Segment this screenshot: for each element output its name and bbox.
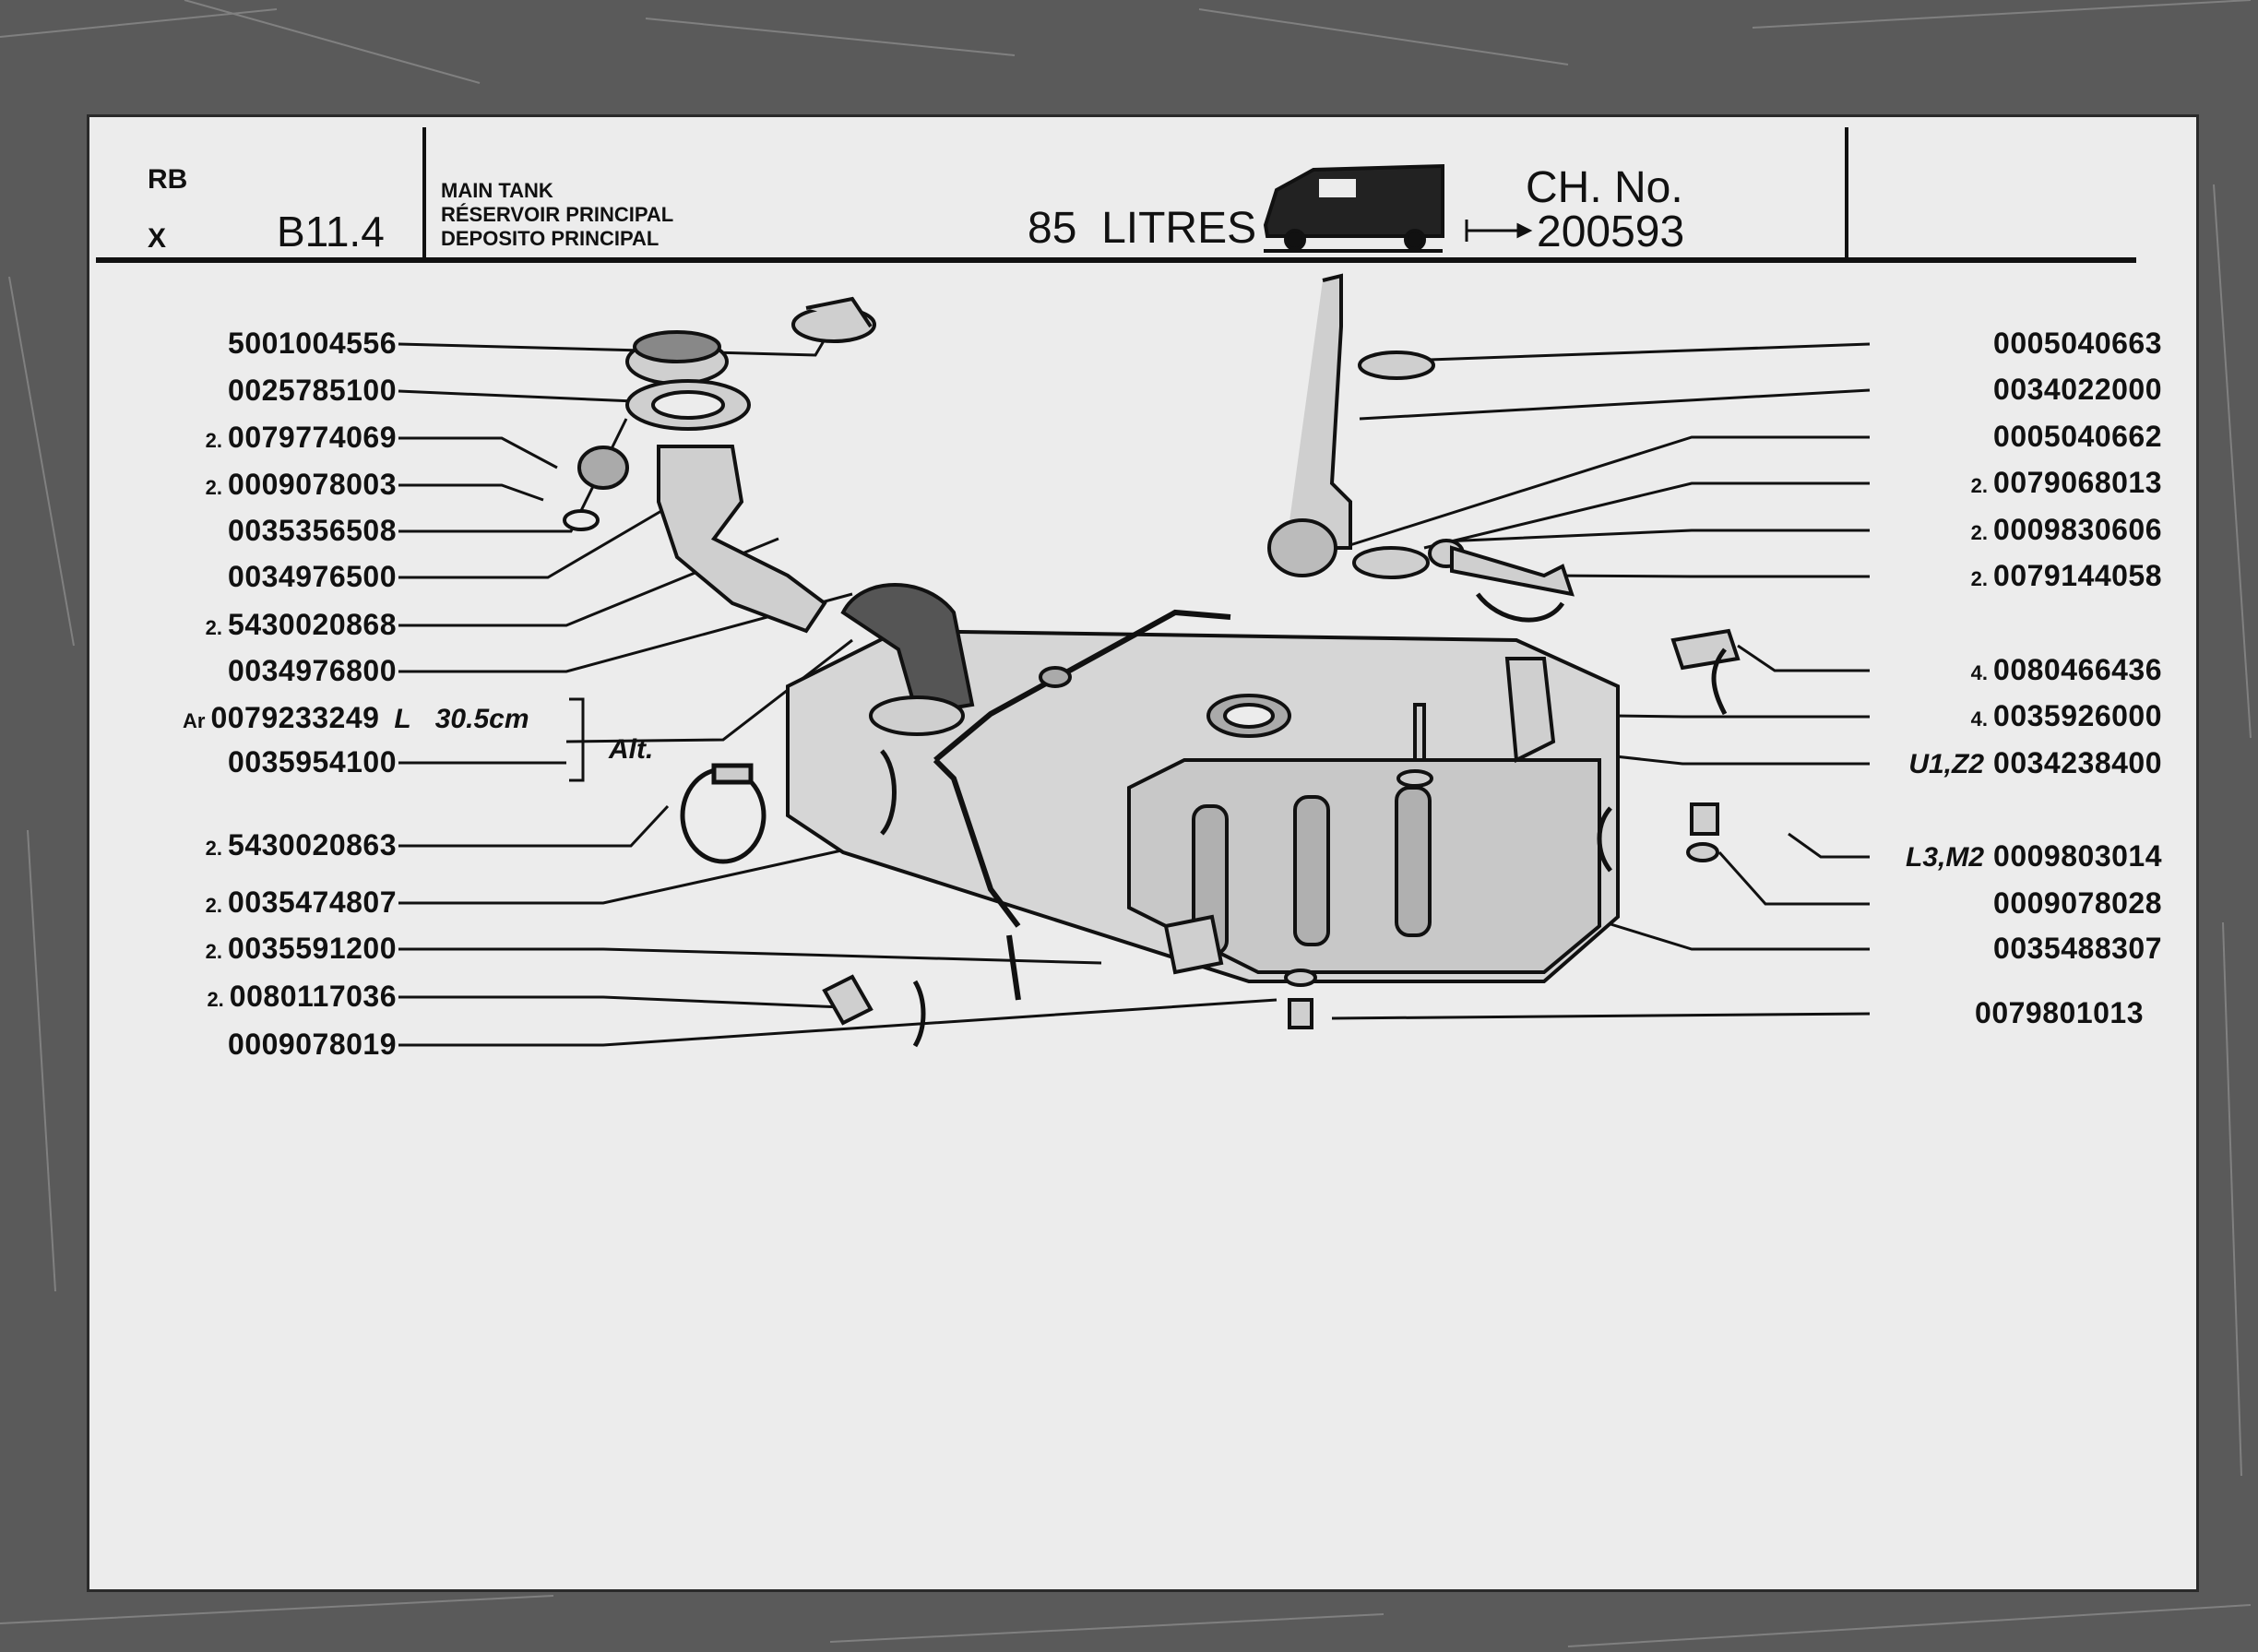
left-part-row: 0009078019 [222, 1028, 397, 1062]
exploded-diagram [96, 127, 2136, 1048]
left-part-row: 0034976500 [222, 560, 397, 594]
part-qty: 2. [205, 837, 223, 860]
part-number: 0080117036 [229, 980, 397, 1013]
left-part-row: 2.0080117036 [207, 980, 397, 1014]
part-number: 0079144058 [1993, 559, 2162, 592]
part-number: 0009078019 [228, 1028, 397, 1061]
part-number: 0035591200 [228, 932, 397, 965]
alt-label: Alt. [609, 734, 654, 765]
part-prefix: 4. [1970, 707, 1989, 731]
part-qty: 2. [205, 940, 223, 963]
part-number: 0034238400 [1993, 746, 2162, 779]
left-part-row: 2.0035591200 [206, 932, 397, 966]
hose-length-label: L [394, 704, 411, 734]
right-part-row: L3,M2 0009803014 [1906, 839, 2162, 874]
part-number: 0034976500 [228, 560, 397, 593]
right-part-row: 4.0035926000 [1971, 699, 2162, 733]
left-part-row: 0035356508 [222, 514, 397, 548]
part-number: 0035356508 [228, 514, 397, 547]
right-part-row: 0005040663 [1988, 327, 2162, 361]
left-part-row: 2.0009078003 [206, 468, 397, 502]
part-qty: 2. [205, 429, 223, 452]
part-number: 5430020868 [228, 608, 397, 641]
part-qty: 2. [207, 988, 224, 1011]
section-code: B11.4 [277, 208, 385, 256]
part-number: 0034022000 [1993, 373, 2162, 406]
part-number: 5430020863 [228, 828, 397, 862]
part-number: 0079233249 [210, 701, 380, 734]
part-prefix: U1,Z2 [1908, 749, 1985, 779]
part-number: 0005040662 [1993, 420, 2162, 453]
chassis-number: 200593 [1537, 208, 1685, 256]
part-number: 0079801013 [1975, 996, 2144, 1029]
part-number: 0080466436 [1993, 653, 2162, 686]
left-part-row: 5001004556 [222, 327, 397, 361]
part-number: 0035474807 [228, 885, 397, 919]
right-part-row: 0035488307 [1988, 932, 2162, 966]
code-bottom: X [148, 223, 167, 254]
part-qty: Ar [183, 709, 206, 732]
part-number: 0009830606 [1993, 513, 2162, 546]
part-number: 0035954100 [228, 745, 397, 778]
part-number: 0079068013 [1993, 466, 2162, 499]
right-part-row: 2.0079068013 [1971, 466, 2162, 500]
part-number: 0035488307 [1993, 932, 2162, 965]
left-part-row: 0035954100 [222, 745, 397, 779]
right-part-row: 0034022000 [1988, 373, 2162, 407]
right-part-row: 2.0009830606 [1971, 513, 2162, 547]
part-number: 0035926000 [1993, 699, 2162, 732]
left-part-row: 2.5430020868 [206, 608, 397, 642]
part-number: 0005040663 [1993, 327, 2162, 360]
part-number: 0034976800 [228, 654, 397, 687]
part-number: 0009078003 [228, 468, 397, 501]
part-prefix: 2. [1970, 474, 1989, 497]
code-top: RB [148, 164, 188, 195]
left-part-row: 2.0035474807 [206, 885, 397, 920]
title-it: DEPOSITO PRINCIPAL [441, 227, 660, 250]
parts-diagram-sheet: RB X B11.4 MAIN TANK RÉSERVOIR PRINCIPAL… [87, 114, 2199, 1592]
right-part-row: 2.0079144058 [1971, 559, 2162, 593]
part-prefix: 2. [1970, 567, 1989, 590]
part-prefix: 2. [1970, 521, 1989, 544]
part-qty: 2. [205, 476, 223, 499]
part-qty: 2. [205, 894, 223, 917]
left-part-row: 2.0079774069 [206, 421, 397, 455]
left-part-row: 0034976800 [222, 654, 397, 688]
right-part-row: 0009078028 [1988, 886, 2162, 921]
title-fr: RÉSERVOIR PRINCIPAL [441, 203, 674, 226]
part-number: 0009803014 [1993, 839, 2162, 873]
part-qty: 2. [205, 616, 223, 639]
title-en: MAIN TANK [441, 179, 553, 202]
right-part-row: 0005040662 [1988, 420, 2162, 454]
right-part-row: 0079801013 [1969, 996, 2144, 1030]
chassis-label: CH. No. [1526, 163, 1683, 212]
hose-length: 30.5cm [434, 704, 529, 734]
part-number: 0009078028 [1993, 886, 2162, 920]
right-part-row: U1,Z2 0034238400 [1908, 746, 2162, 780]
part-number: 0025785100 [228, 374, 397, 407]
left-part-row: 0025785100 [222, 374, 397, 408]
part-number: 5001004556 [228, 327, 397, 360]
right-part-row: 4.0080466436 [1971, 653, 2162, 687]
part-number: 0079774069 [228, 421, 397, 454]
part-prefix: L3,M2 [1906, 842, 1985, 873]
left-part-row: 2.5430020863 [206, 828, 397, 862]
capacity-label: 85 LITRES [1028, 204, 1257, 253]
part-prefix: 4. [1970, 661, 1989, 684]
van-icon [1263, 163, 1444, 253]
